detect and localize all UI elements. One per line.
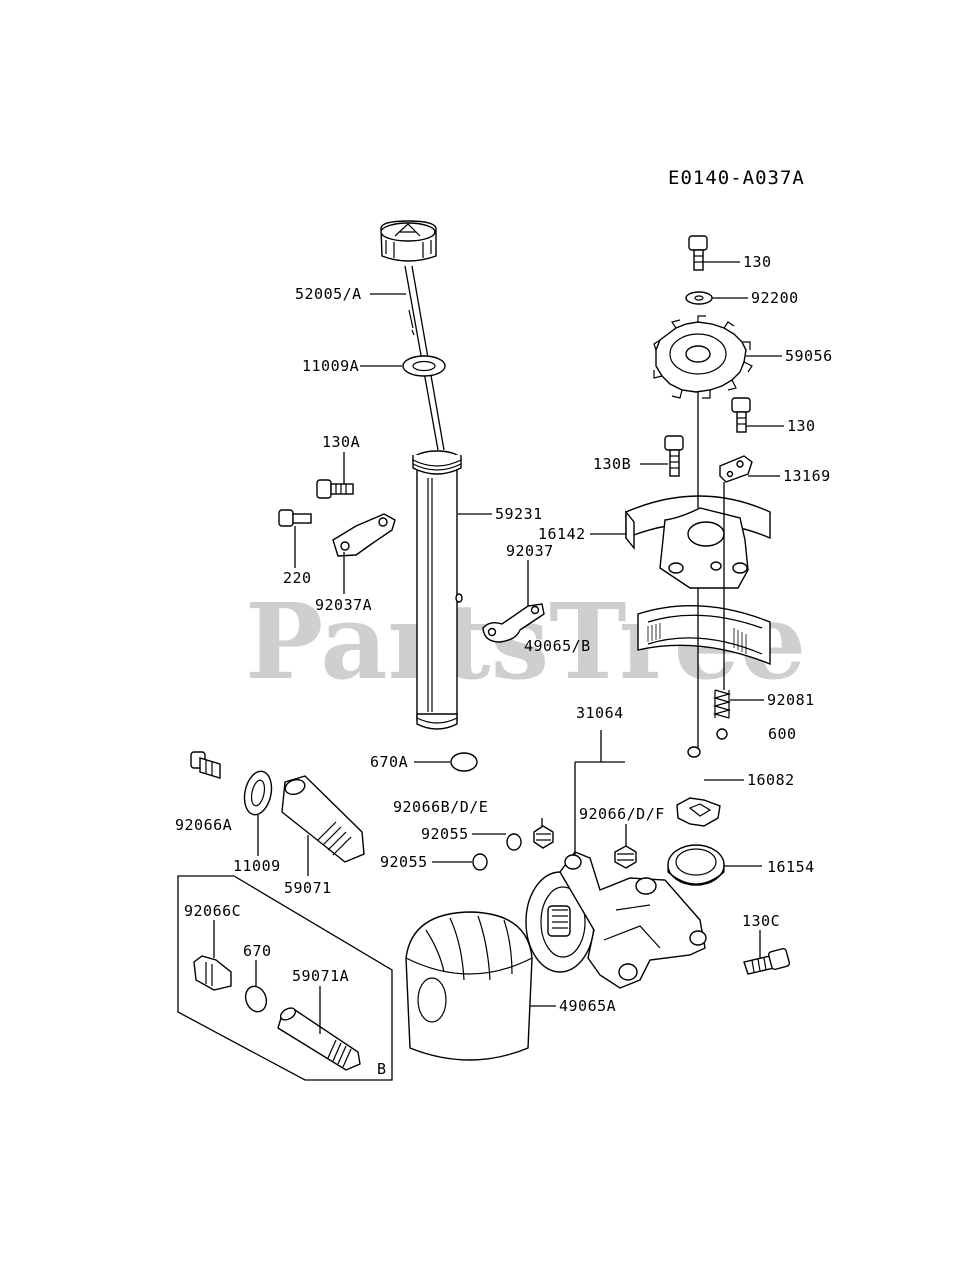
label-92200: 92200 (751, 289, 799, 307)
label-130C: 130C (742, 912, 780, 930)
oil-pump-body-31064-part[interactable] (525, 851, 707, 989)
spring-92081-part[interactable] (712, 689, 732, 719)
label-92066BDE: 92066B/D/E (393, 798, 488, 816)
o-ring-92055a-part[interactable] (506, 833, 522, 851)
outer-rotor-16154-part[interactable] (667, 844, 725, 886)
label-130A: 130A (322, 433, 360, 451)
o-ring-670A-part[interactable] (450, 752, 478, 772)
label-16082: 16082 (747, 771, 795, 789)
oil-filler-tube-part[interactable] (412, 450, 463, 730)
relief-plug-92066BDE-part[interactable] (533, 825, 554, 849)
label-13169: 13169 (783, 467, 831, 485)
label-59071A: 59071A (292, 967, 349, 985)
label-59071: 59071 (284, 879, 332, 897)
label-59231: 59231 (495, 505, 543, 523)
strainer-cover-16142-part[interactable] (625, 495, 771, 589)
label-B: B (377, 1060, 387, 1078)
bolt-220-part[interactable] (278, 509, 312, 527)
label-49065A: 49065A (559, 997, 616, 1015)
leader-lines (213, 261, 784, 1034)
label-130-mid: 130 (787, 417, 816, 435)
washer-92200-part[interactable] (685, 291, 713, 305)
pipe-59071-part[interactable] (281, 775, 365, 863)
plug-92066A-part[interactable] (190, 751, 221, 779)
washer-16082-part[interactable] (687, 746, 701, 758)
clamp-92037-part[interactable] (482, 603, 545, 643)
ball-600-part[interactable] (716, 728, 728, 740)
gasket-11009-part[interactable] (241, 769, 276, 817)
diagram-code: E0140-A037A (668, 167, 805, 189)
oil-screen-part[interactable] (637, 604, 771, 666)
label-92055b: 92055 (380, 853, 428, 871)
part-labels: 52005/A 11009A 130A 220 92037A 59231 920… (175, 253, 833, 1078)
bolt-130A-part[interactable] (316, 479, 354, 499)
bolt-130C-part[interactable] (743, 947, 791, 975)
plate-13169-part[interactable] (719, 455, 753, 483)
label-92037: 92037 (506, 542, 554, 560)
label-670A: 670A (370, 753, 408, 771)
bracket-B-box (177, 875, 393, 1081)
o-ring-92055b-part[interactable] (472, 853, 488, 871)
bolt-130B-part[interactable] (664, 435, 684, 477)
label-16142: 16142 (538, 525, 586, 543)
inner-rotor-part[interactable] (676, 797, 721, 827)
label-220: 220 (283, 569, 312, 587)
o-ring-670-part[interactable] (242, 983, 270, 1014)
label-59056: 59056 (785, 347, 833, 365)
pipe-59071A-part[interactable] (277, 1006, 361, 1071)
label-49065B: 49065/B (524, 637, 591, 655)
label-600: 600 (768, 725, 797, 743)
label-92066C: 92066C (184, 902, 241, 920)
label-52005A: 52005/A (295, 285, 362, 303)
bolt-130-top-part[interactable] (688, 235, 708, 271)
plug-92066DF-part[interactable] (614, 845, 637, 869)
dipstick-gasket-part[interactable] (402, 355, 446, 377)
label-130B: 130B (593, 455, 631, 473)
label-11009: 11009 (233, 857, 281, 875)
bolt-130-mid-part[interactable] (731, 397, 751, 433)
bracket-92037A-part[interactable] (332, 513, 396, 557)
label-31064: 31064 (576, 704, 624, 722)
plug-92066C-part[interactable] (193, 955, 232, 991)
label-92037A: 92037A (315, 596, 372, 614)
label-92066DF: 92066/D/F (579, 805, 665, 823)
label-11009A: 11009A (302, 357, 359, 375)
label-16154: 16154 (767, 858, 815, 876)
dipstick-cap-part[interactable] (380, 220, 437, 262)
label-670: 670 (243, 942, 272, 960)
label-92081: 92081 (767, 691, 815, 709)
oil-filter-49065A-part[interactable] (405, 911, 533, 1061)
label-130-top: 130 (743, 253, 772, 271)
label-92066A: 92066A (175, 816, 232, 834)
label-92055a: 92055 (421, 825, 469, 843)
gear-59056-part[interactable] (653, 315, 753, 399)
